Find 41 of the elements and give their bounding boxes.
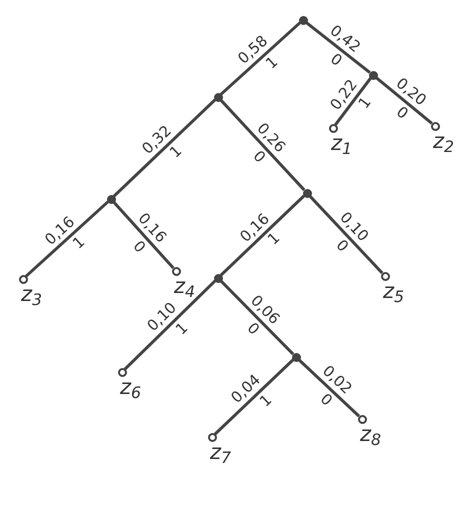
leaf-label: z$_{3}$	[21, 284, 42, 305]
tree-branch	[220, 194, 306, 276]
tree-branch	[112, 200, 174, 270]
tree-branch	[124, 280, 216, 370]
tree-branch	[220, 22, 302, 96]
bit-label: 1	[356, 95, 374, 112]
branch-point	[298, 16, 308, 24]
bit-label: 0	[130, 238, 148, 256]
tree-branch	[308, 194, 384, 274]
tree-branch	[298, 358, 360, 418]
bit-label: 0	[333, 238, 351, 255]
bit-label: 1	[173, 320, 191, 338]
bit-label: 1	[168, 143, 186, 161]
leaf-label: z$_{7}$	[210, 442, 232, 463]
tree-branch	[112, 98, 216, 198]
bit-label: 1	[266, 230, 284, 248]
leaf-label: z$_{6}$	[120, 377, 142, 398]
branch-point	[302, 188, 312, 198]
tree-branch	[305, 21, 371, 74]
bit-label: 0	[250, 148, 268, 166]
branch-point	[106, 194, 116, 204]
tree-branch	[24, 200, 110, 278]
bit-label: 1	[264, 54, 281, 72]
leaf-label: z$_{8}$	[360, 424, 382, 445]
tree-branch	[220, 98, 306, 192]
bit-label: 1	[257, 392, 275, 410]
branch-point	[214, 274, 222, 282]
branch-point	[368, 70, 378, 80]
leaf-label: z$_{5}$	[383, 281, 404, 302]
tree-branch	[220, 280, 294, 356]
leaf-label: z$_{1}$	[331, 133, 352, 154]
tree-branch	[334, 77, 372, 126]
leaf-label: z$_{4}$	[174, 276, 196, 297]
branch-point	[214, 92, 222, 102]
bit-label: 0	[317, 391, 334, 409]
tree-branch	[375, 76, 433, 125]
tree-branch	[214, 358, 294, 436]
bit-label: 0	[244, 320, 262, 338]
bit-label: 0	[328, 51, 344, 69]
bit-label: 1	[70, 234, 88, 252]
leaf-label: z$_{2}$	[433, 131, 454, 152]
